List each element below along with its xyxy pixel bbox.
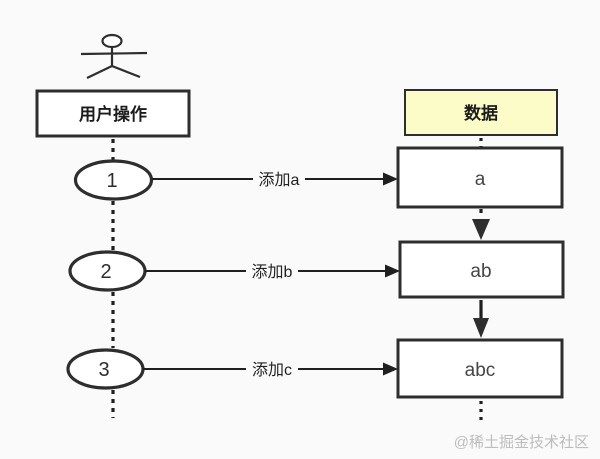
step-1-action-label: 添加a — [259, 171, 300, 189]
state-box-a-label: a — [475, 169, 486, 190]
state-box-ab — [398, 240, 565, 299]
step-3: 3 添加c abc — [66, 338, 564, 399]
step-2-arrowhead — [385, 264, 400, 278]
step-2-number: 2 — [100, 261, 111, 283]
data-lane-header-label: 数据 — [464, 103, 498, 123]
user-lane-header-box — [35, 89, 191, 138]
step-1-ellipse — [73, 159, 154, 201]
step-1-number: 1 — [106, 170, 117, 192]
user-lane-header: 用户操作 — [35, 89, 191, 138]
data-lane-header: 数据 — [404, 89, 558, 136]
step-1-label-bg — [253, 168, 305, 189]
actor-left-leg — [86, 65, 113, 79]
step-1: 1 添加a a — [73, 146, 564, 209]
watermark: @稀土掘金技术社区 — [454, 434, 589, 451]
actor-icon — [80, 33, 148, 79]
actor-head — [101, 33, 123, 49]
user-lane-header-label: 用户操作 — [79, 104, 147, 124]
actor-arms — [80, 51, 148, 56]
flow-arrowhead-a-to-ab — [472, 219, 490, 240]
data-lifeline — [472, 138, 490, 422]
flow-arrowhead-ab-to-abc — [473, 318, 489, 338]
data-lane-header-box — [404, 89, 558, 136]
state-box-abc-label: abc — [465, 360, 496, 381]
step-2-action-label: 添加b — [252, 263, 293, 281]
state-box-abc — [396, 338, 564, 399]
state-box-ab-label: ab — [470, 261, 491, 282]
step-1-arrowhead — [383, 172, 398, 186]
step-3-arrowhead — [383, 362, 398, 376]
step-2: 2 添加b ab — [68, 240, 565, 299]
step-2-label-bg — [246, 260, 298, 281]
step-3-action-label: 添加c — [252, 361, 292, 379]
step-3-number: 3 — [98, 359, 109, 381]
step-3-label-bg — [246, 358, 298, 379]
state-box-a — [396, 146, 564, 209]
actor-right-leg — [111, 64, 141, 79]
